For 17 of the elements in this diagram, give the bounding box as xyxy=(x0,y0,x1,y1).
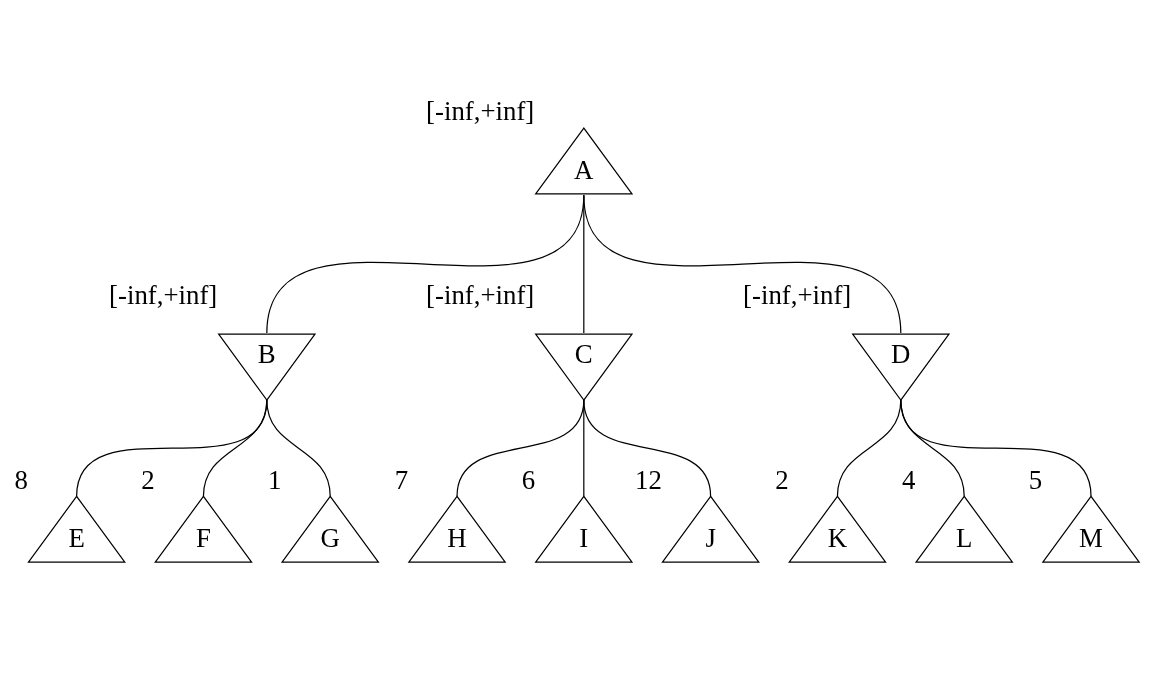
connector xyxy=(583,194,902,334)
node-label: 7 xyxy=(394,464,409,495)
node-label: [-inf,+inf] xyxy=(109,279,218,310)
connector xyxy=(583,398,712,497)
node-label: [-inf,+inf] xyxy=(743,279,852,310)
node-label: 8 xyxy=(14,464,28,495)
node-label: 2 xyxy=(775,464,789,495)
node-label: 5 xyxy=(1028,464,1043,495)
node-label: 4 xyxy=(902,464,916,495)
node-label: [-inf,+inf] xyxy=(426,95,535,126)
node-label: 2 xyxy=(141,464,155,495)
node-label: [-inf,+inf] xyxy=(426,279,535,310)
connector xyxy=(266,398,331,497)
connector xyxy=(900,398,1092,497)
node-label: 12 xyxy=(635,464,662,495)
node-label: 6 xyxy=(521,464,536,495)
node-label: 1 xyxy=(268,464,282,495)
